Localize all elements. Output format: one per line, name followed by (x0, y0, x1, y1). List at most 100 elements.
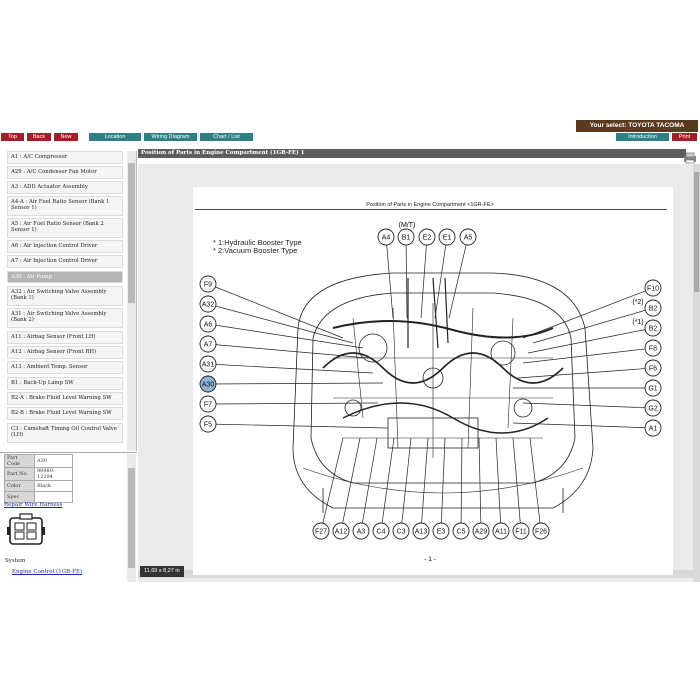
callout-right-label: A1 (649, 426, 658, 433)
callout-right-circle[interactable] (644, 419, 662, 437)
part-details-panel (0, 452, 137, 582)
new-button[interactable]: New (54, 133, 78, 141)
note-vacuum: * 2:Vacuum Booster Type (213, 246, 298, 255)
leader-line (320, 437, 344, 532)
booster-mark: (*1) (632, 319, 643, 326)
list-item[interactable]: A12 : Airbag Sensor (Front RH) (7, 346, 123, 359)
list-item[interactable]: A5 : Air Fuel Ratio Sensor (Bank 2 Senso… (7, 218, 123, 238)
leader-line (207, 303, 354, 344)
list-item[interactable]: A3 : ADD Actuator Assembly (7, 181, 123, 194)
callout-top-circle[interactable] (377, 228, 395, 246)
mt-label: (M/T) (399, 222, 416, 229)
print-icon[interactable] (683, 149, 697, 164)
list-item[interactable]: A32 : Air Switching Valve Assembly (Bank… (7, 286, 123, 306)
back-button[interactable]: Back (27, 133, 51, 141)
callout-left-label: F5 (204, 422, 212, 429)
list-item[interactable]: A6 : Air Injection Control Driver (7, 240, 123, 253)
engine-control-link[interactable]: Engine Control (1GR-FE) (12, 569, 83, 575)
leader-line (207, 382, 384, 385)
list-item[interactable]: A13 : Ambient Temp. Sensor (7, 361, 123, 374)
callout-right-circle[interactable] (644, 379, 662, 397)
callout-left-circle[interactable] (199, 335, 217, 353)
list-item[interactable]: A29 : A/C Condenser Fan Motor (7, 166, 123, 179)
callout-bottom-circle[interactable] (412, 522, 430, 540)
table-key: Part Code (4, 454, 35, 468)
callout-right-label: G2 (648, 406, 657, 413)
callout-bottom-label: E3 (437, 529, 446, 536)
callout-left-circle[interactable] (199, 315, 217, 333)
sidebar-scrollbar[interactable] (127, 151, 136, 451)
callout-bottom-circle[interactable] (432, 522, 450, 540)
leader-line (207, 323, 364, 349)
list-item[interactable]: A1 : A/C Compressor (7, 151, 123, 164)
callout-top-circle[interactable] (438, 228, 456, 246)
scrollbar-thumb[interactable] (694, 172, 699, 292)
callout-bottom-circle[interactable] (472, 522, 490, 540)
callout-right-circle[interactable] (644, 319, 662, 337)
wiring-diagram-button[interactable]: Wiring Diagram (144, 133, 197, 141)
scrollbar-thumb[interactable] (128, 163, 135, 303)
callout-bottom-circle[interactable] (532, 522, 550, 540)
leader-line (207, 343, 369, 359)
list-item[interactable]: C3 : Camshaft Timing Oil Control Valve (… (7, 423, 123, 443)
callout-bottom-circle[interactable] (452, 522, 470, 540)
callout-bottom-circle[interactable] (352, 522, 370, 540)
callout-left-circle[interactable] (199, 295, 217, 313)
callout-bottom-circle[interactable] (372, 522, 390, 540)
connector-icon (6, 512, 46, 554)
callout-bottom-label: C5 (457, 529, 466, 536)
callout-bottom-label: F11 (515, 529, 527, 536)
callout-left-circle[interactable] (199, 375, 217, 393)
callout-bottom-circle[interactable] (332, 522, 350, 540)
system-label: System (5, 558, 26, 564)
callout-bottom-circle[interactable] (392, 522, 410, 540)
callout-right-label: B2 (649, 306, 658, 313)
repair-wire-harness-link[interactable]: Repair Wire Harness (4, 502, 63, 508)
callout-top-circle[interactable] (397, 228, 415, 246)
table-row: Spec (4, 491, 73, 503)
callout-bottom-circle[interactable] (512, 522, 530, 540)
list-item[interactable]: B2-A : Brake Fluid Level Warning SW (7, 392, 123, 405)
callout-left-label: A31 (202, 362, 215, 369)
callout-bottom-circle[interactable] (312, 522, 330, 540)
callout-right-circle[interactable] (644, 299, 662, 317)
note-hydraulic: * 1:Hydraulic Booster Type (213, 238, 302, 247)
list-item[interactable]: B1 : Back-Up Lamp SW (7, 377, 123, 390)
list-item-selected[interactable]: A30 : Air Pump (7, 271, 123, 283)
leader-line (517, 367, 654, 379)
callout-top-circle[interactable] (459, 228, 477, 246)
top-button[interactable]: Top (1, 133, 24, 141)
list-item[interactable]: A11 : Airbag Sensor (Front LH) (7, 331, 123, 344)
location-button[interactable]: Location (89, 133, 141, 141)
leader-line (512, 422, 654, 429)
leader-line (340, 437, 361, 532)
list-item[interactable]: A7 : Air Injection Control Driver (7, 255, 123, 268)
list-item[interactable]: A31 : Air Switching Valve Assembly (Bank… (7, 308, 123, 328)
details-scrollbar[interactable] (127, 454, 136, 582)
callout-top-circle[interactable] (418, 228, 436, 246)
list-item[interactable]: A4-A : Air Fuel Ratio Sensor (Bank 1 Sen… (7, 196, 123, 216)
print-button[interactable]: Print (672, 133, 697, 141)
viewer-scrollbar[interactable] (693, 164, 700, 582)
chart-list-button[interactable]: Chart / List (200, 133, 253, 141)
callout-left-circle[interactable] (199, 415, 217, 433)
callout-bottom-label: A11 (495, 529, 507, 536)
callout-left-circle[interactable] (199, 355, 217, 373)
callout-right-label: G1 (648, 386, 657, 393)
scrollbar-thumb[interactable] (128, 468, 135, 568)
callout-left-circle[interactable] (199, 275, 217, 293)
callout-right-circle[interactable] (644, 399, 662, 417)
leader-line (440, 437, 446, 532)
callout-bottom-label: A13 (415, 529, 428, 536)
leader-line (420, 236, 428, 319)
engine-illustration (292, 272, 594, 513)
list-item[interactable]: B2-B : Brake Fluid Level Warning SW (7, 407, 123, 420)
introduction-button[interactable]: Introduction (616, 133, 669, 141)
callout-left-circle[interactable] (199, 395, 217, 413)
callout-right-circle[interactable] (644, 279, 662, 297)
leader-line (532, 307, 654, 344)
callout-bottom-circle[interactable] (492, 522, 510, 540)
callout-right-circle[interactable] (644, 339, 662, 357)
callout-right-circle[interactable] (644, 359, 662, 377)
